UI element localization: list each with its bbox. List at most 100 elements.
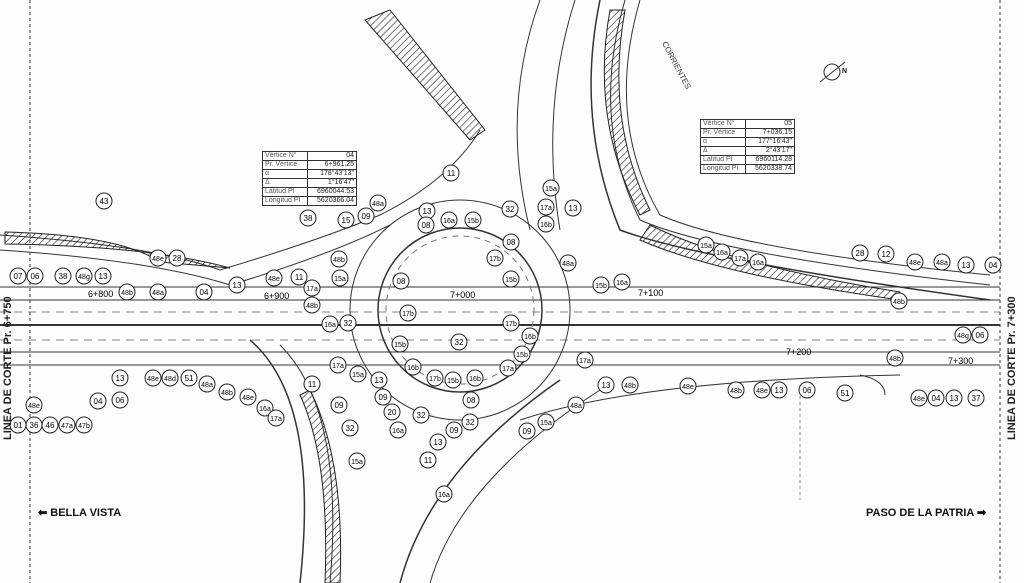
callout-15a: 15a: [697, 236, 715, 254]
callout-13: 13: [564, 199, 582, 217]
callout-circle: [26, 267, 44, 285]
callout-17a: 17a: [267, 409, 285, 427]
callout-circle: [299, 209, 317, 227]
callout-label: 06: [31, 272, 40, 281]
callout-label: 48a: [372, 201, 384, 208]
callout-09: 09: [330, 396, 348, 414]
callout-label: 13: [233, 281, 242, 290]
callout-circle: [906, 253, 924, 271]
callout-circle: [404, 358, 422, 376]
callout-circle: [713, 243, 731, 261]
callout-label: 16a: [443, 218, 455, 225]
callout-label: 15a: [352, 372, 364, 379]
callout-circle: [461, 413, 479, 431]
callout-label: 09: [450, 426, 459, 435]
callout-label: 32: [506, 205, 515, 214]
callout-circle: [542, 179, 560, 197]
callout-04: 04: [195, 283, 213, 301]
row-value: 5620338.74: [745, 164, 795, 174]
callout-label: 07: [14, 272, 23, 281]
callout-48g: 48g: [954, 326, 972, 344]
callout-32: 32: [450, 333, 468, 351]
callout-circle: [330, 396, 348, 414]
callout-label: 13: [99, 272, 108, 281]
callout-circle: [25, 396, 43, 414]
callout-16a: 16a: [613, 273, 631, 291]
callout-circle: [559, 254, 577, 272]
callout-label: 13: [962, 261, 971, 270]
callout-label: 16b: [540, 222, 552, 229]
chainage-label: 7+300: [948, 356, 973, 366]
callout-label: 48a: [936, 260, 948, 267]
callout-15b: 15b: [502, 270, 520, 288]
callout-48b: 48b: [303, 296, 321, 314]
callout-label: 28: [856, 249, 865, 258]
callout-circle: [168, 249, 186, 267]
row-label: Latitud PI: [700, 155, 746, 165]
callout-circle: [370, 371, 388, 389]
callout-label: 46: [46, 421, 55, 430]
callout-label: 06: [116, 396, 125, 405]
callout-label: 11: [424, 456, 433, 465]
callout-circle: [392, 272, 410, 290]
callout-07: 07: [9, 267, 27, 285]
callout-label: 09: [335, 401, 344, 410]
callout-15b: 15b: [391, 335, 409, 353]
callout-47a: 47a: [58, 416, 76, 434]
callout-circle: [399, 304, 417, 322]
row-label: Δ: [262, 178, 308, 188]
callout-48e: 48e: [679, 377, 697, 395]
callout-13: 13: [429, 433, 447, 451]
callout-label: 04: [200, 288, 209, 297]
callout-label: 04: [932, 394, 941, 403]
callout-label: 47a: [61, 423, 73, 430]
callout-circle: [389, 421, 407, 439]
callout-label: 06: [803, 386, 812, 395]
callout-label: 13: [775, 386, 784, 395]
callout-08: 08: [502, 233, 520, 251]
callout-circle: [419, 451, 437, 469]
row-value: 178°43'13": [307, 169, 357, 179]
callout-label: 48e: [756, 388, 768, 395]
callout-label: 08: [397, 277, 406, 286]
callout-label: 16a: [752, 260, 764, 267]
callout-label: 04: [989, 261, 998, 270]
callout-15b: 15b: [464, 211, 482, 229]
callout-circle: [341, 419, 359, 437]
callout-48a: 48a: [559, 254, 577, 272]
callout-label: 48e: [28, 403, 40, 410]
callout-label: 13: [950, 394, 959, 403]
callout-label: 48e: [152, 256, 164, 263]
callout-circle: [337, 211, 355, 229]
callout-circle: [621, 376, 639, 394]
callout-label: 16a: [259, 406, 271, 413]
callout-circle: [195, 283, 213, 301]
row-label: Latitud PI: [262, 187, 308, 197]
row-label: Pr. Vértice: [700, 128, 746, 138]
callout-label: 01: [14, 421, 23, 430]
callout-label: 38: [59, 272, 68, 281]
callout-label: 15b: [505, 277, 517, 284]
callout-label: 32: [344, 319, 353, 328]
row-value: 7+036.15: [745, 128, 795, 138]
callout-04: 04: [984, 256, 1002, 274]
callout-48b: 48b: [218, 383, 236, 401]
direction-right-label: PASO DE LA PATRIA: [866, 507, 974, 519]
callout-circle: [886, 349, 904, 367]
callout-circle: [303, 375, 321, 393]
callout-circle: [239, 388, 257, 406]
callout-circle: [592, 276, 610, 294]
callout-label: 48a: [152, 290, 164, 297]
callout-label: 17a: [306, 286, 318, 293]
callout-label: 11: [447, 169, 456, 178]
callout-label: 11: [295, 273, 304, 282]
callout-circle: [445, 421, 463, 439]
callout-circle: [933, 253, 951, 271]
callout-label: 17b: [505, 321, 517, 328]
callout-17a: 17a: [499, 359, 517, 377]
callout-circle: [501, 200, 519, 218]
callout-32: 32: [461, 413, 479, 431]
callout-11: 11: [419, 451, 437, 469]
callout-circle: [576, 351, 594, 369]
callout-16a: 16a: [389, 421, 407, 439]
